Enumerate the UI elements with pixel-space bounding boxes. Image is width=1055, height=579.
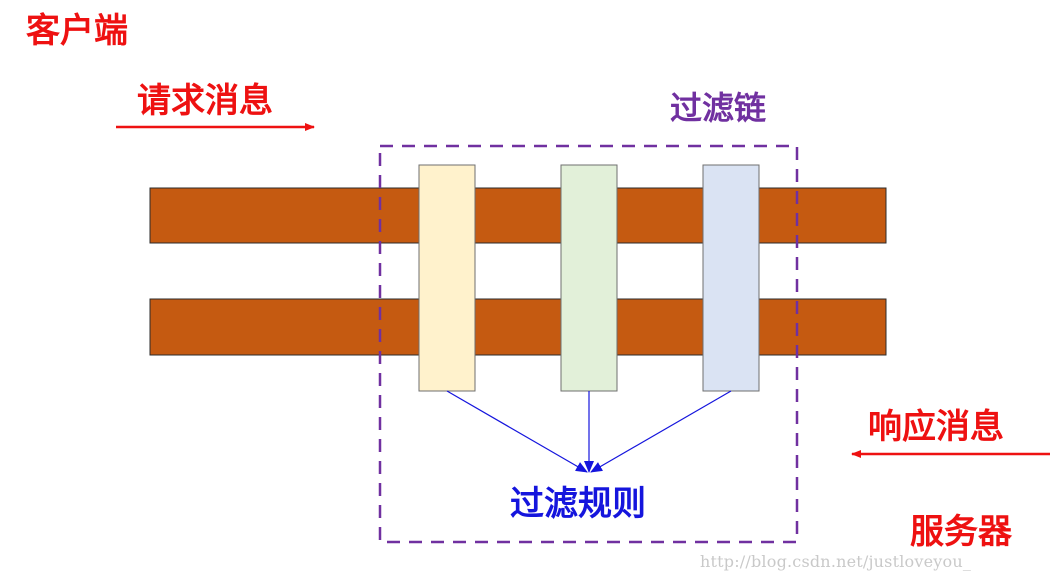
filter-2 xyxy=(560,164,618,392)
filter-chain-label: 过滤链 xyxy=(670,89,767,127)
response-pipe xyxy=(149,298,887,356)
rule-arrow-1 xyxy=(446,390,588,473)
filter-chain-box xyxy=(378,144,799,544)
request-pipe xyxy=(149,187,887,244)
watermark: http://blog.csdn.net/justloveyou_ xyxy=(700,552,972,571)
filter-rules-label: 过滤规则 xyxy=(510,484,646,524)
response-message-label: 响应消息 xyxy=(868,407,1004,447)
filter-1 xyxy=(418,164,476,392)
client-label: 客户端 xyxy=(26,11,128,51)
server-label: 服务器 xyxy=(910,512,1012,552)
rule-arrow-3 xyxy=(590,390,732,473)
request-message-label: 请求消息 xyxy=(137,81,273,121)
filter-3 xyxy=(702,164,760,392)
